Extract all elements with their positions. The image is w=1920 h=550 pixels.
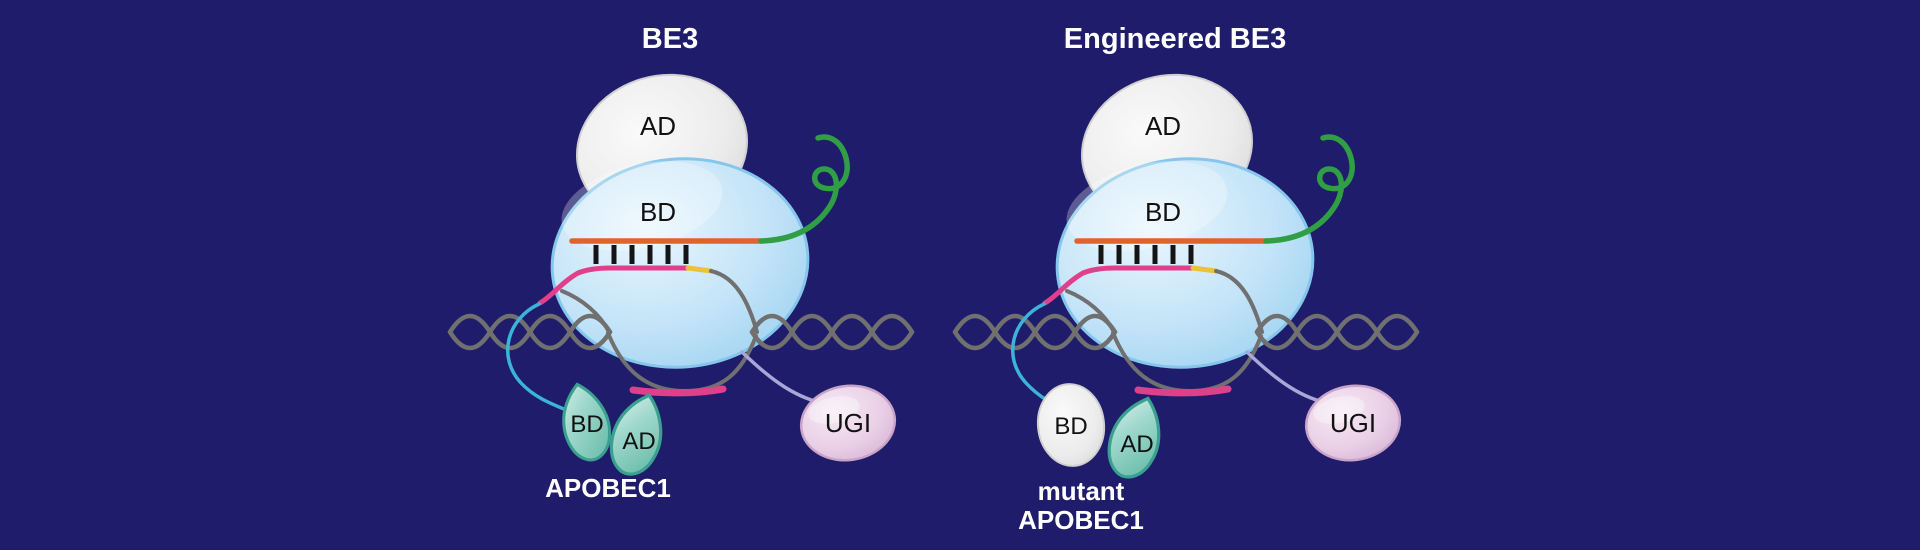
mutant-bd-domain (1036, 383, 1106, 467)
sgrna-loop (758, 134, 850, 244)
apobec-name-label-line1: mutant (1038, 476, 1125, 506)
ugi-label: UGI (1330, 408, 1376, 438)
cas9-bd-label: BD (640, 197, 676, 227)
cas9-bd-label: BD (1145, 197, 1181, 227)
ugi-label: UGI (825, 408, 871, 438)
cas9-ad-label: AD (1145, 111, 1181, 141)
dna-helix-right (1254, 313, 1420, 351)
apobec-name-label: APOBEC1 (545, 473, 671, 503)
cas9-bd-body (550, 157, 810, 369)
apobec-linker (505, 302, 573, 414)
apobec-ad-label: AD (622, 428, 655, 455)
protospacer-strand (1042, 265, 1196, 306)
cas9-bd-body (1055, 157, 1315, 369)
pam-segment (685, 265, 714, 274)
rna-dna-basepairs (593, 245, 689, 264)
cas9-highlight (561, 161, 723, 251)
ugi-linker (1245, 350, 1334, 406)
apobec-ad-label: AD (1120, 431, 1153, 458)
panel-engineered-be3: Engineered BE3 BD AD UGI AD BD (952, 23, 1420, 535)
panel-title: Engineered BE3 (1064, 23, 1286, 55)
ugi-highlight (1313, 396, 1365, 424)
target-strand-connector (560, 289, 611, 334)
target-strand-connector (1065, 289, 1116, 334)
dna-helix-right (749, 313, 915, 351)
rna-dna-basepairs (1098, 245, 1194, 264)
cas9-highlight (1066, 161, 1228, 251)
protospacer-strand (537, 265, 691, 306)
apobec-name-label-line2: APOBEC1 (1018, 505, 1144, 535)
ugi-linker (740, 350, 829, 406)
nontarget-connector (709, 269, 759, 334)
panel-be3: BE3 BD AD UGI AD BD APOBEC1 (447, 23, 915, 503)
ugi-highlight (808, 396, 860, 424)
cas9-ad-label: AD (640, 111, 676, 141)
panel-title: BE3 (642, 23, 698, 55)
ugi-body (799, 384, 897, 462)
dna-helix-left (952, 313, 1118, 351)
mutant-bd-label: BD (1054, 413, 1087, 440)
nontarget-connector (1214, 269, 1264, 334)
pam-segment (1190, 265, 1219, 274)
edited-strand-segment (1134, 385, 1232, 397)
edited-strand-segment (629, 385, 727, 397)
dna-helix-left (447, 313, 613, 351)
ugi-body (1304, 384, 1402, 462)
sgrna-loop (1263, 134, 1355, 244)
apobec-bd-label: BD (570, 411, 603, 438)
